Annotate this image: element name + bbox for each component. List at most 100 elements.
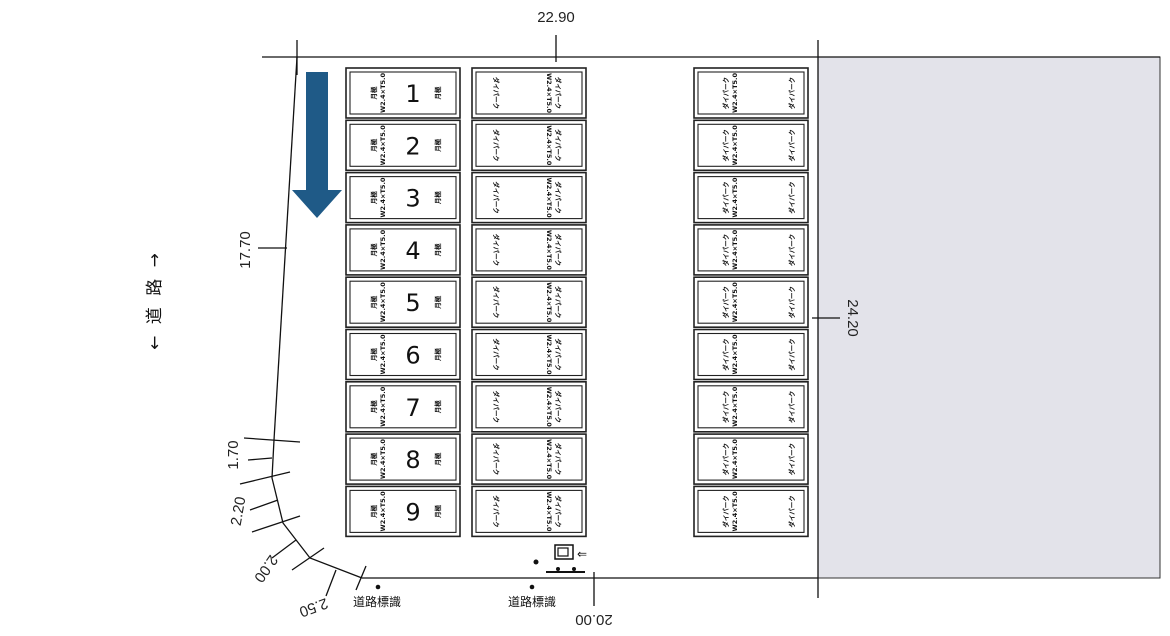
- space-outline: [471, 485, 587, 538]
- space-type-label: ダイパーク: [721, 391, 730, 423]
- space-number: 6: [405, 342, 420, 370]
- dimension-right: 24.20: [844, 299, 861, 337]
- space-inner-outline: [475, 437, 583, 481]
- space-size-label: W2.4×T5.0: [379, 439, 387, 480]
- space-number: 7: [405, 394, 420, 422]
- road-sign-marker: [375, 584, 381, 590]
- dimension-bottom: 20.00: [575, 611, 613, 628]
- space-inner-outline: [475, 228, 583, 272]
- lot-boundary: [239, 35, 1160, 606]
- payment-machine-icon: ⇐: [533, 544, 587, 573]
- space-inner-outline: [697, 437, 805, 481]
- space-outline: [471, 276, 587, 329]
- space-type-label: ダイパーク: [787, 391, 796, 423]
- space-number: 2: [405, 132, 420, 160]
- space-type-label: ダイパーク: [787, 129, 796, 161]
- space-size-label: W2.4×T5.0: [379, 282, 387, 323]
- space-type-label: 月極: [369, 504, 378, 519]
- space-outline: [693, 380, 809, 433]
- space-type-label: ダイパーク: [492, 495, 501, 527]
- space-size-label: W2.4×T5.0: [731, 229, 739, 270]
- space-type-label: ダイパーク: [554, 286, 563, 318]
- space-outline: [693, 67, 809, 119]
- space-type-label: ダイパーク: [554, 495, 563, 527]
- space-inner-outline: [475, 385, 583, 429]
- space-inner-outline: [349, 123, 457, 167]
- space-type-label: 月極: [369, 452, 378, 467]
- dimension-corner-3: 2.00: [250, 552, 281, 586]
- space-type-label: 月極: [433, 348, 442, 363]
- road-sign-label: 道路標識: [353, 594, 401, 609]
- space-size-label: W2.4×T5.0: [379, 177, 387, 218]
- dimension-corner-1: 1.70: [225, 440, 242, 469]
- space-type-label: ダイパーク: [554, 443, 563, 475]
- road-sign-marker: [529, 584, 535, 590]
- space-size-label: W2.4×T5.0: [545, 334, 553, 375]
- space-number: 8: [405, 446, 420, 474]
- space-size-label: W2.4×T5.0: [379, 229, 387, 270]
- space-inner-outline: [349, 489, 457, 533]
- space-size-label: W2.4×T5.0: [731, 177, 739, 218]
- space-size-label: W2.4×T5.0: [545, 178, 553, 219]
- space-outline: [471, 67, 587, 119]
- space-type-label: ダイパーク: [554, 391, 563, 423]
- space-inner-outline: [697, 489, 805, 533]
- space-inner-outline: [349, 385, 457, 429]
- road-label: ← 道 路 →: [145, 250, 165, 350]
- space-size-label: W2.4×T5.0: [545, 125, 553, 166]
- space-size-label: W2.4×T5.0: [545, 230, 553, 271]
- space-outline: [693, 433, 809, 485]
- space-type-label: 月極: [369, 243, 378, 258]
- space-outline: [345, 433, 461, 485]
- entry-arrow-icon: [292, 72, 342, 218]
- space-inner-outline: [475, 332, 583, 377]
- space-size-label: W2.4×T5.0: [545, 491, 553, 532]
- space-inner-outline: [475, 71, 583, 115]
- space-type-label: ダイパーク: [492, 234, 501, 266]
- space-inner-outline: [349, 332, 457, 377]
- space-type-label: ダイパーク: [721, 181, 730, 213]
- space-number: 9: [405, 498, 420, 526]
- space-inner-outline: [349, 437, 457, 481]
- space-size-label: W2.4×T5.0: [379, 125, 387, 166]
- space-inner-outline: [349, 176, 457, 220]
- space-size-label: W2.4×T5.0: [731, 491, 739, 532]
- space-inner-outline: [697, 332, 805, 377]
- space-inner-outline: [697, 176, 805, 220]
- space-outline: [345, 224, 461, 276]
- space-outline: [471, 224, 587, 276]
- space-number: 5: [405, 289, 420, 317]
- space-inner-outline: [697, 280, 805, 324]
- space-type-label: ダイパーク: [721, 495, 730, 527]
- space-inner-outline: [475, 280, 583, 324]
- space-type-label: ダイパーク: [721, 234, 730, 266]
